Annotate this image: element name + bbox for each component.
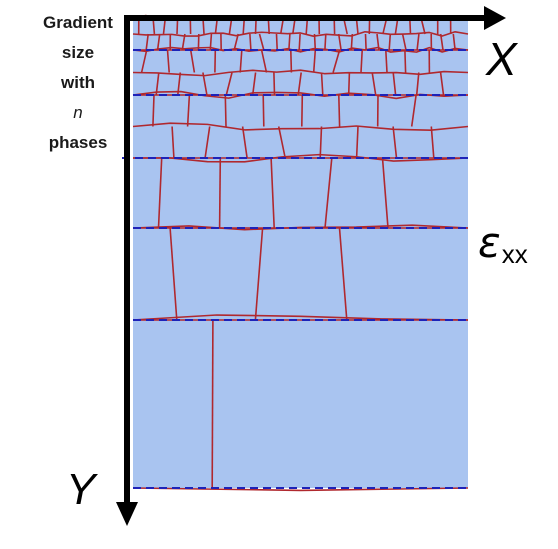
grain-side-boundary [153,95,154,127]
y-axis-label: Y [66,468,95,512]
gradient-label-line-4: n [30,104,126,121]
grain-side-boundary [339,95,340,127]
gradient-label-line-5: phases [30,134,126,151]
x-axis-label: X [486,36,517,82]
grain-side-boundary [325,34,326,50]
grain-side-boundary [250,34,251,50]
grain-row-boundary [133,488,468,490]
grain-side-boundary [220,158,221,228]
grain-side-boundary [366,34,367,50]
x-axis-arrowhead [484,6,506,30]
grain-side-boundary [277,34,278,50]
grain-side-boundary [389,34,390,50]
grain-side-boundary [315,34,316,50]
grain-side-boundary [225,95,226,127]
strain-symbol: ε [478,218,501,267]
gradient-label-line-2: size [30,44,126,61]
grain-side-boundary [299,34,300,50]
grain-side-boundary [405,50,406,73]
grain-side-boundary [212,320,213,488]
grain-side-boundary [274,73,275,96]
y-axis-arrowhead [116,502,138,526]
gradient-label-line-1: Gradient [30,14,126,31]
gradient-label-line-3: with [30,74,126,91]
grain-side-boundary [289,34,290,50]
grain-side-boundary [302,95,303,127]
grain-side-boundary [291,50,292,73]
strain-label: εxx [478,222,528,275]
grain-side-boundary [263,95,264,127]
grain-side-boundary [349,73,350,96]
grain-side-boundary [351,34,352,50]
strain-subscript: xx [502,239,528,269]
grain-side-boundary [210,34,211,50]
